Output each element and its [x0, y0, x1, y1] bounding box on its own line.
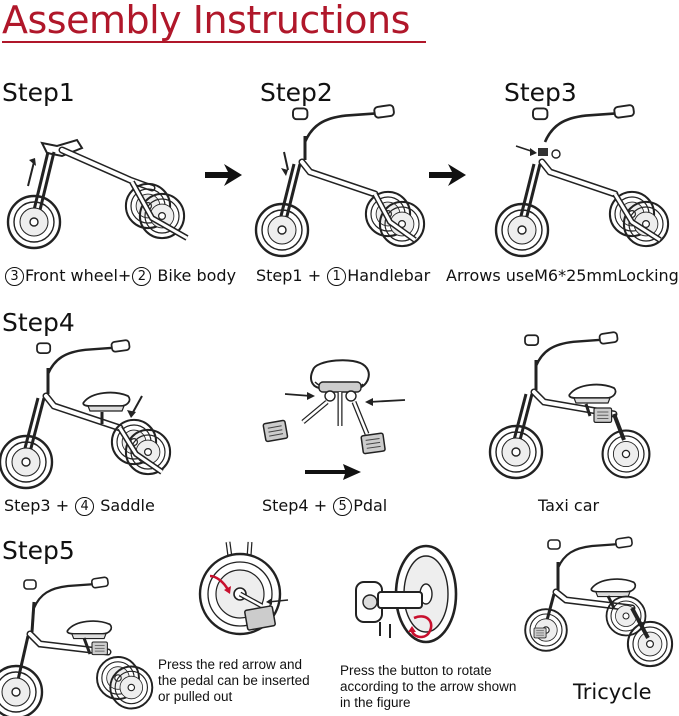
step4-illustration-b — [262, 352, 415, 480]
step2-caption-pre: Step1 + — [256, 266, 327, 285]
step5-note-b-line2: according to the arrow shown — [340, 679, 517, 694]
step3-caption: Arrows useM6*25mmLocking — [446, 266, 679, 285]
taxi-car-illustration — [488, 330, 651, 480]
step5-note-a-line3: or pulled out — [158, 689, 233, 704]
step4-caption-a: Step3 + 4 Saddle — [4, 496, 155, 516]
step4-caption-a-pre: Step3 + — [4, 496, 75, 515]
step2-illustration — [254, 103, 425, 258]
step5-note-b-line3: in the figure — [340, 695, 411, 710]
step3-illustration — [494, 103, 670, 258]
step4-caption-b-num: 5 — [333, 497, 353, 516]
step5-note-a-line2: the pedal can be inserted — [158, 673, 310, 688]
step5-illustration-c — [350, 542, 470, 660]
step5-caption-tricycle: Tricycle — [573, 680, 652, 704]
step5-illustration-b — [182, 542, 302, 652]
step4-caption-a-num: 4 — [75, 497, 95, 516]
step4-illustration-a — [0, 338, 192, 490]
step2-caption-text: Handlebar — [347, 266, 431, 285]
step5-note-a-line1: Press the red arrow and — [158, 657, 303, 672]
step-arrow-icon — [429, 164, 466, 186]
step2-heading: Step2 — [260, 78, 333, 107]
step4-caption-a-text: Saddle — [95, 496, 155, 515]
tricycle-illustration — [524, 535, 674, 668]
step4-caption-b-text: Pdal — [353, 496, 388, 515]
step1-caption-num-a: 3 — [5, 267, 24, 286]
step3-heading: Step3 — [504, 78, 577, 107]
page-title: Assembly Instructions — [2, 0, 410, 42]
step4-caption-c: Taxi car — [538, 496, 600, 515]
step1-caption-text-b: Bike body — [152, 266, 237, 285]
step1-caption-text-a: Front wheel+ — [25, 266, 132, 285]
step4-heading: Step4 — [2, 308, 75, 337]
step-arrow-icon — [205, 164, 242, 186]
step1-caption-num-b: 2 — [132, 267, 152, 286]
title-underline — [2, 41, 426, 43]
step5-note-b: Press the button to rotate according to … — [340, 663, 516, 711]
step1-heading: Step1 — [2, 78, 75, 107]
step2-caption-num: 1 — [327, 267, 347, 286]
step5-note-b-line1: Press the button to rotate — [340, 663, 492, 678]
step1-illustration — [6, 118, 202, 250]
step5-note-a: Press the red arrow and the pedal can be… — [158, 657, 310, 705]
step5-illustration-a — [0, 575, 150, 716]
step4-caption-b-pre: Step4 + — [262, 496, 333, 515]
step5-heading: Step5 — [2, 536, 75, 565]
